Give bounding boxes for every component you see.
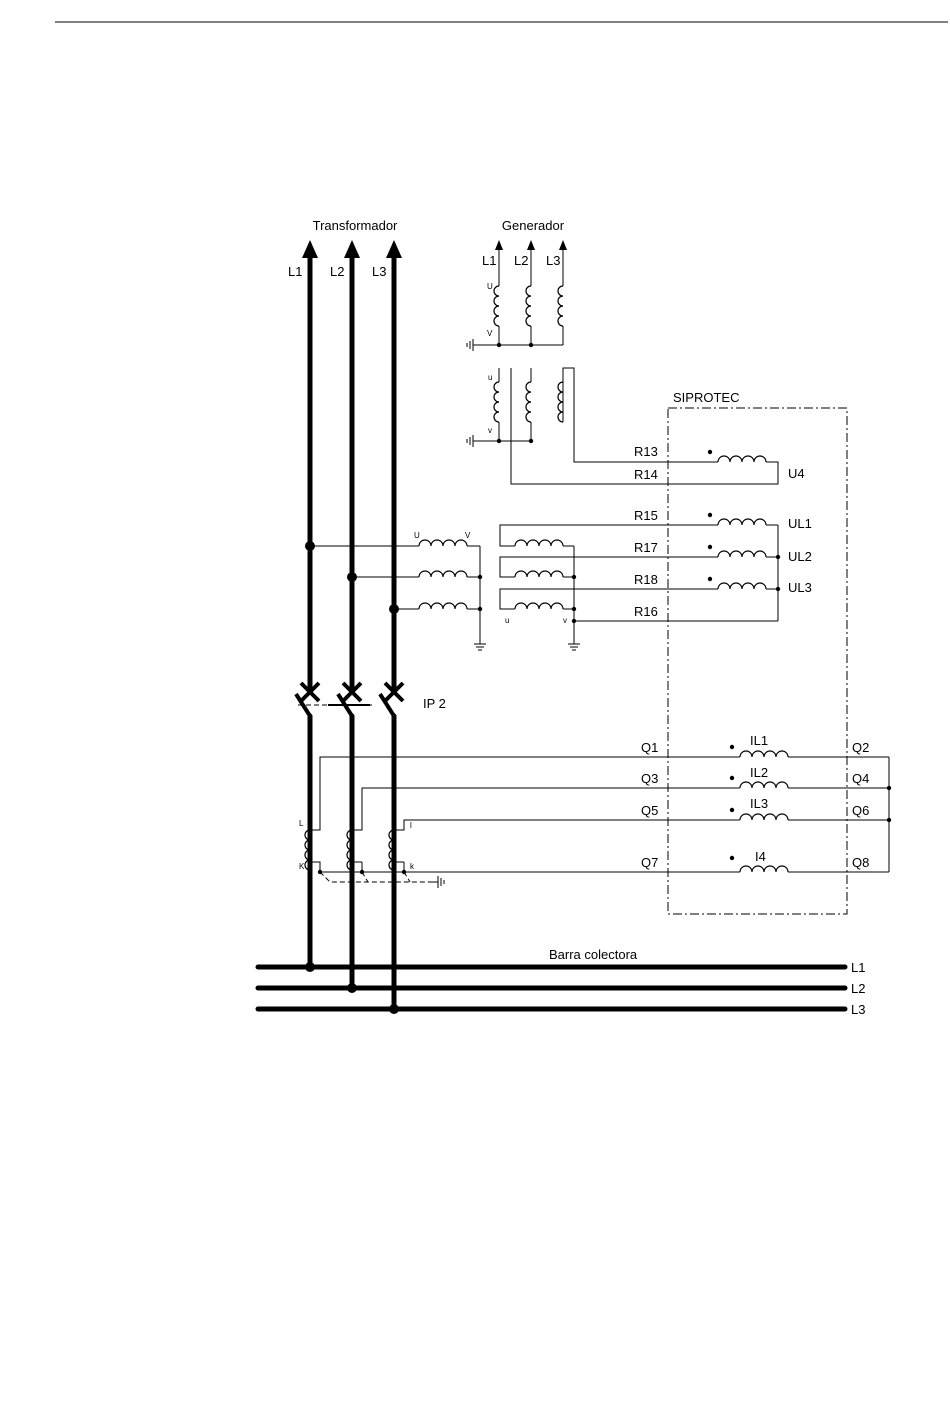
vt-secondary-3-icon — [515, 603, 563, 609]
ul2-label: UL2 — [788, 549, 812, 564]
ct-secondary-k-label: k — [410, 862, 415, 871]
terminal-q5-label: Q5 — [641, 803, 658, 818]
busbar-section: Barra colectora L1 L2 L3 — [258, 947, 865, 1017]
terminal-q4-label: Q4 — [852, 771, 869, 786]
vt-primary-l1-icon — [419, 540, 467, 546]
gen-coil-u-label: U — [487, 282, 493, 291]
generador-label: Generador — [502, 218, 565, 233]
gen-winding-l3-icon — [558, 286, 563, 326]
bus-phase-l1-label: L1 — [851, 960, 865, 975]
bus-phase-l3-label: L3 — [851, 1002, 865, 1017]
barra-colectora-label: Barra colectora — [549, 947, 638, 962]
ct-secondary-l-label: l — [410, 821, 412, 830]
il2-coil-icon — [740, 782, 788, 788]
ct-primary-k-label: K — [299, 862, 305, 871]
vt-secondary-1-icon — [515, 540, 563, 546]
terminal-r13-label: R13 — [634, 444, 658, 459]
il2-label: IL2 — [750, 765, 768, 780]
gen-vt-u-label: u — [488, 373, 492, 382]
ul3-label: UL3 — [788, 580, 812, 595]
ct-primary-l-label: L — [299, 819, 304, 828]
vt-secondary-2-icon — [515, 571, 563, 577]
terminal-q3-label: Q3 — [641, 771, 658, 786]
gen-phase-l2-label: L2 — [514, 253, 528, 268]
generator-section: Generador L1 L2 L3 U V — [467, 218, 567, 351]
gen-winding-l1-icon — [494, 286, 499, 326]
transformador-label: Transformador — [313, 218, 398, 233]
siprotec-label: SIPROTEC — [673, 390, 739, 405]
il1-label: IL1 — [750, 733, 768, 748]
ul3-coil-icon — [718, 583, 766, 589]
tr-phase-l3-label: L3 — [372, 264, 386, 279]
terminal-q8-label: Q8 — [852, 855, 869, 870]
vt-primary-l3-icon — [419, 603, 467, 609]
junction-l3-bus — [389, 1004, 399, 1014]
gen-phase-l3-label: L3 — [546, 253, 560, 268]
junction-l1-bus — [305, 962, 315, 972]
breaker-ip2: IP 2 — [296, 683, 446, 716]
terminal-q7-label: Q7 — [641, 855, 658, 870]
gen-vt-winding-2-icon — [526, 382, 531, 422]
vt-primary-l2-icon — [419, 571, 467, 577]
terminal-q2-label: Q2 — [852, 740, 869, 755]
transformer-section: Transformador L1 L2 L3 IP 2 — [288, 218, 446, 1009]
gen-vt-winding-3-icon — [558, 382, 563, 422]
terminal-q6-label: Q6 — [852, 803, 869, 818]
ct-ground-icon — [430, 876, 444, 888]
gen-vt-v-label: v — [488, 426, 492, 435]
ul1-label: UL1 — [788, 516, 812, 531]
il3-label: IL3 — [750, 796, 768, 811]
siprotec-relay: SIPROTEC — [668, 390, 891, 914]
junction-l2-bus — [347, 983, 357, 993]
i4-label: I4 — [755, 849, 766, 864]
gen-ground-icon — [467, 339, 481, 351]
gen-vt-winding-1-icon — [494, 382, 499, 422]
tr-phase-l2-label: L2 — [330, 264, 344, 279]
il3-coil-icon — [740, 814, 788, 820]
ul2-coil-icon — [718, 551, 766, 557]
gen-phase-l1-label: L1 — [482, 253, 496, 268]
terminal-r14-label: R14 — [634, 467, 658, 482]
terminal-r15-label: R15 — [634, 508, 658, 523]
terminal-q1-label: Q1 — [641, 740, 658, 755]
vt-secondary-v-label: v — [563, 616, 567, 625]
ip2-label: IP 2 — [423, 696, 446, 711]
ul1-coil-icon — [718, 519, 766, 525]
u4-coil-icon — [718, 456, 766, 462]
bus-phase-l2-label: L2 — [851, 981, 865, 996]
gen-coil-v-label: V — [487, 329, 493, 338]
vt-primary-ground-icon — [474, 636, 486, 650]
terminal-r16-label: R16 — [634, 604, 658, 619]
terminal-r17-label: R17 — [634, 540, 658, 555]
tr-phase-l1-label: L1 — [288, 264, 302, 279]
il1-coil-icon — [740, 751, 788, 757]
i4-coil-icon — [740, 866, 788, 872]
gen-winding-l2-icon — [526, 286, 531, 326]
gen-vt-ground-icon — [467, 435, 481, 447]
vt-primary-v-label: V — [465, 531, 471, 540]
u4-label: U4 — [788, 466, 805, 481]
vt-secondary-ground-icon — [568, 636, 580, 650]
generator-vt: u v — [467, 368, 778, 484]
vt-secondary-u-label: u — [505, 616, 509, 625]
terminal-r18-label: R18 — [634, 572, 658, 587]
vt-primary-u-label: U — [414, 531, 420, 540]
